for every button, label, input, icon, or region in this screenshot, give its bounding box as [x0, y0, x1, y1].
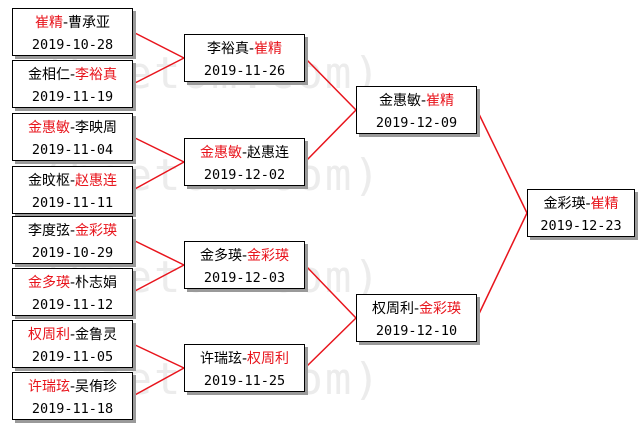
match-box[interactable]: 权周利-金彩瑛 2019-12-10	[356, 294, 477, 342]
player-winner: 崔精	[34, 15, 63, 31]
match-date: 2019-12-09	[375, 115, 458, 131]
player-winner: 许瑞玹	[27, 379, 70, 395]
match-date: 2019-11-18	[31, 401, 114, 417]
player-loser: 赵惠连	[247, 145, 290, 161]
match-date: 2019-11-11	[31, 195, 114, 211]
match-players: 金多瑛-金彩瑛	[199, 248, 290, 264]
match-players: 金惠敏-李映周	[27, 120, 118, 136]
match-date: 2019-11-19	[31, 89, 114, 105]
connector-line	[132, 136, 185, 163]
match-date: 2019-11-25	[203, 373, 286, 389]
match-box[interactable]: 金惠敏-崔精 2019-12-09	[356, 86, 477, 134]
player-loser: 许瑞玹	[199, 351, 242, 367]
match-box[interactable]: 金惠敏-赵惠连 2019-12-02	[184, 138, 305, 186]
match-date: 2019-11-04	[31, 142, 114, 158]
match-players: 许瑞玹-权周利	[199, 351, 290, 367]
player-loser: 吴侑珍	[75, 379, 118, 395]
match-date: 2019-10-28	[31, 37, 114, 53]
match-date: 2019-12-10	[375, 323, 458, 339]
connector-line	[132, 264, 185, 293]
match-box[interactable]: 权周利-金鲁灵 2019-11-05	[12, 320, 133, 368]
match-players: 金惠敏-赵惠连	[199, 145, 290, 161]
match-box-final[interactable]: 金彩瑛-崔精 2019-12-23	[527, 189, 635, 237]
match-players: 金相仁-李裕真	[27, 67, 118, 83]
match-players: 金旼枢-赵惠连	[27, 173, 118, 189]
match-date: 2019-11-12	[31, 297, 114, 313]
player-winner: 权周利	[247, 351, 290, 367]
player-loser: 金相仁	[27, 67, 70, 83]
player-winner: 赵惠连	[75, 173, 118, 189]
match-box[interactable]: 金多瑛-朴志娟 2019-11-12	[12, 268, 133, 316]
player-winner: 金彩瑛	[247, 248, 290, 264]
match-players: 崔精-曹承亚	[34, 15, 111, 31]
match-box[interactable]: 崔精-曹承亚 2019-10-28	[12, 8, 133, 56]
match-date: 2019-11-26	[203, 63, 286, 79]
match-players: 李度弦-金彩瑛	[27, 223, 118, 239]
player-winner: 李裕真	[75, 67, 118, 83]
match-players: 许瑞玹-吴侑珍	[27, 379, 118, 395]
connector-line	[304, 109, 357, 163]
player-winner: 金惠敏	[199, 145, 242, 161]
match-box[interactable]: 金多瑛-金彩瑛 2019-12-03	[184, 241, 305, 289]
player-loser: 曹承亚	[68, 15, 111, 31]
player-loser: 李裕真	[206, 41, 249, 57]
match-box[interactable]: 许瑞玹-吴侑珍 2019-11-18	[12, 372, 133, 420]
match-players: 金彩瑛-崔精	[543, 196, 619, 212]
match-box[interactable]: 李度弦-金彩瑛 2019-10-29	[12, 216, 133, 264]
player-winner: 权周利	[27, 327, 70, 343]
match-date: 2019-12-02	[203, 167, 286, 183]
match-box[interactable]: 金旼枢-赵惠连 2019-11-11	[12, 166, 133, 214]
connector-line	[304, 317, 357, 369]
connector-line	[476, 212, 528, 319]
player-winner: 崔精	[426, 93, 455, 109]
connector-line	[304, 57, 357, 111]
player-winner: 金惠敏	[27, 120, 70, 136]
connector-line	[132, 31, 185, 59]
match-date: 2019-12-23	[540, 218, 622, 234]
match-box[interactable]: 李裕真-崔精 2019-11-26	[184, 34, 305, 82]
player-loser: 李映周	[75, 120, 118, 136]
connector-line	[132, 239, 185, 266]
match-box[interactable]: 许瑞玹-权周利 2019-11-25	[184, 344, 305, 392]
player-loser: 权周利	[371, 301, 414, 317]
connector-line	[132, 161, 185, 191]
match-players: 金多瑛-朴志娟	[27, 275, 118, 291]
player-loser: 金鲁灵	[75, 327, 118, 343]
player-winner: 金彩瑛	[419, 301, 462, 317]
match-players: 权周利-金彩瑛	[371, 301, 462, 317]
player-loser: 金旼枢	[27, 173, 70, 189]
match-date: 2019-10-29	[31, 245, 114, 261]
player-winner: 金多瑛	[27, 275, 70, 291]
match-players: 金惠敏-崔精	[378, 93, 455, 109]
player-loser: 金彩瑛	[543, 196, 586, 212]
player-winner: 金彩瑛	[75, 223, 118, 239]
match-players: 李裕真-崔精	[206, 41, 283, 57]
match-players: 权周利-金鲁灵	[27, 327, 118, 343]
connector-line	[132, 343, 185, 369]
player-loser: 朴志娟	[75, 275, 118, 291]
player-loser: 金惠敏	[378, 93, 421, 109]
player-winner: 崔精	[254, 41, 283, 57]
player-winner: 崔精	[590, 196, 619, 212]
player-loser: 金多瑛	[199, 248, 242, 264]
match-date: 2019-11-05	[31, 349, 114, 365]
connector-line	[304, 264, 357, 319]
connector-line	[132, 57, 185, 85]
connector-line	[476, 109, 528, 214]
match-box[interactable]: 金惠敏-李映周 2019-11-04	[12, 113, 133, 161]
match-box[interactable]: 金相仁-李裕真 2019-11-19	[12, 60, 133, 108]
player-loser: 李度弦	[27, 223, 70, 239]
match-date: 2019-12-03	[203, 270, 286, 286]
connector-line	[132, 367, 185, 397]
